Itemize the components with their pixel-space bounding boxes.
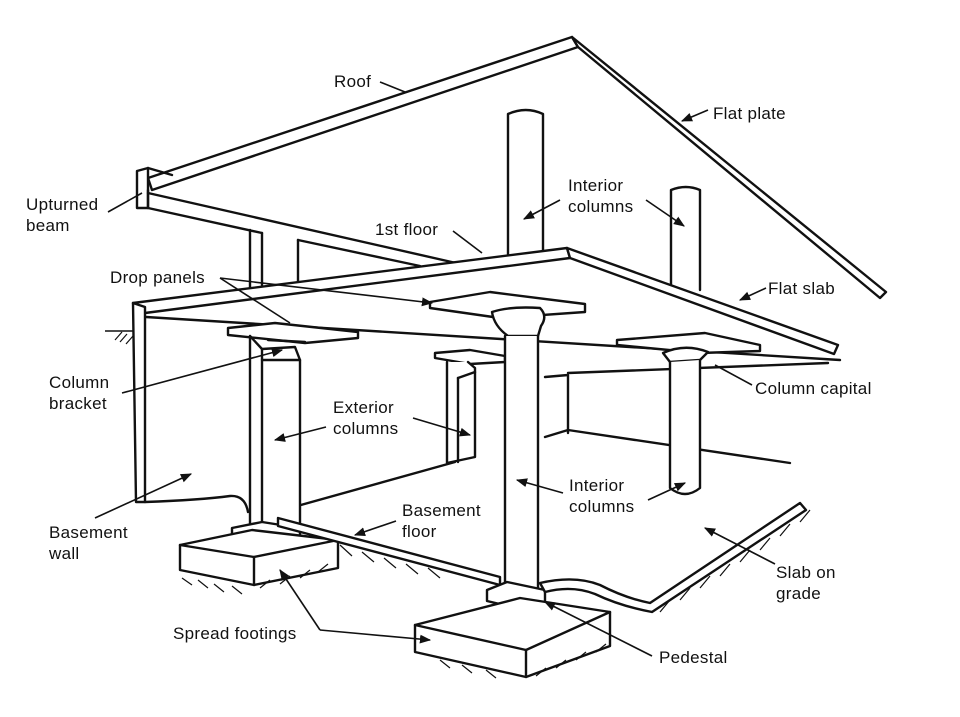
interior-column-right xyxy=(615,331,762,496)
exterior-column-middle xyxy=(433,348,507,465)
label-slab-on-grade-line2: grade xyxy=(776,584,821,603)
label-drop-panels: Drop panels xyxy=(110,268,205,287)
label-basement-wall-line2: wall xyxy=(49,544,80,563)
label-flat-plate: Flat plate xyxy=(713,104,786,123)
label-basement-floor-line2: floor xyxy=(402,522,437,541)
label-exterior-columns-line2: columns xyxy=(333,419,399,438)
exterior-column-left xyxy=(178,321,360,595)
roof-flat-plate xyxy=(135,35,888,300)
label-roof: Roof xyxy=(334,72,372,91)
label-first-floor: 1st floor xyxy=(375,220,439,239)
label-interior-columns-top-line2: columns xyxy=(568,197,634,216)
label-upturned-beam-line1: Upturned xyxy=(26,195,99,214)
label-basement-floor-line1: Basement xyxy=(402,501,481,520)
slab-on-grade xyxy=(538,501,811,614)
label-upturned-beam-line2: beam xyxy=(26,216,70,235)
interior-column-front xyxy=(413,290,612,679)
label-column-bracket-line1: Column xyxy=(49,373,110,392)
label-spread-footings: Spread footings xyxy=(173,624,297,643)
label-interior-columns-bottom-line1: Interior xyxy=(569,476,625,495)
label-slab-on-grade-line1: Slab on xyxy=(776,563,836,582)
label-flat-slab: Flat slab xyxy=(768,279,835,298)
label-exterior-columns-line1: Exterior xyxy=(333,398,394,417)
label-basement-wall-line1: Basement xyxy=(49,523,128,542)
label-column-bracket-line2: bracket xyxy=(49,394,107,413)
label-interior-columns-top-line1: Interior xyxy=(568,176,624,195)
leader-arrows xyxy=(94,81,776,657)
label-interior-columns-bottom-line2: columns xyxy=(569,497,635,516)
label-column-capital: Column capital xyxy=(755,379,872,398)
label-pedestal: Pedestal xyxy=(659,648,728,667)
